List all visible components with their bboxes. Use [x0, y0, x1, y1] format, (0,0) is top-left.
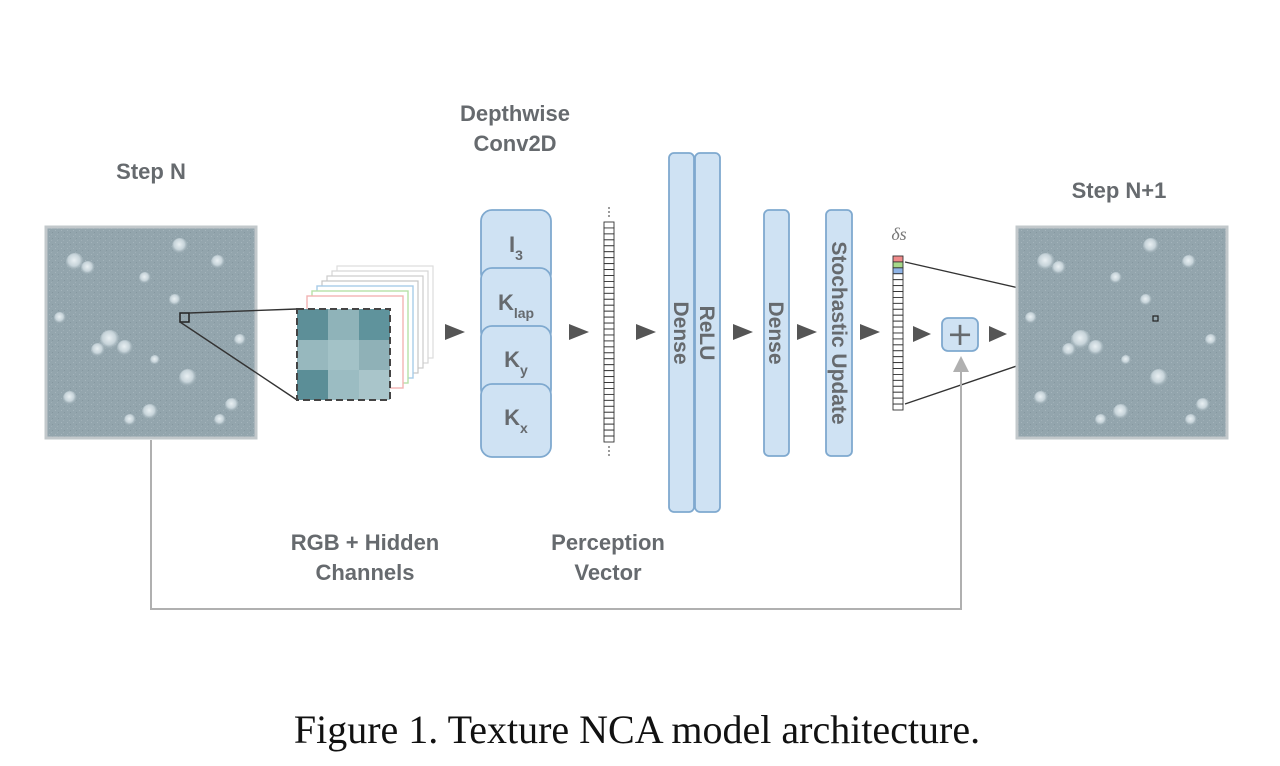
kernel-stack: I3 Klap Ky Kx: [480, 209, 552, 458]
figure-caption: Figure 1. Texture NCA model architecture…: [294, 707, 980, 752]
delta-s-vector: [892, 255, 904, 411]
skip-connection: [150, 356, 969, 610]
kernel-identity: I3: [509, 232, 523, 263]
step-n-label: Step N: [116, 159, 186, 184]
dense-layer-1: Dense: [668, 152, 695, 513]
svg-text:ReLU: ReLU: [695, 306, 718, 361]
arrow-icon: [636, 324, 656, 340]
arrow-icon: [860, 324, 880, 340]
rgb-hidden-label-line2: Channels: [315, 560, 414, 585]
relu-layer: ReLU: [694, 152, 721, 513]
plus-icon: +: [947, 315, 974, 353]
arrow-icon: [989, 326, 1007, 342]
arrow-icon: [913, 326, 931, 342]
stochastic-update-layer: Stochastic Update: [825, 209, 853, 457]
depthwise-label-line2: Conv2D: [473, 131, 556, 156]
arrow-icon: [569, 324, 589, 340]
step-n-texture: [44, 225, 258, 440]
channel-stack: [296, 265, 434, 401]
step-n1-texture: [1015, 225, 1229, 440]
svg-text:Stochastic Update: Stochastic Update: [827, 241, 850, 424]
add-operation: +: [941, 315, 979, 353]
arrow-icon: [797, 324, 817, 340]
kernel-laplacian: Klap: [498, 290, 534, 321]
arrow-icon: [733, 324, 753, 340]
perception-label-line1: Perception: [551, 530, 665, 555]
kernel-sobel-x: Kx: [504, 405, 528, 436]
depthwise-label-line1: Depthwise: [460, 101, 570, 126]
perception-vector: [603, 207, 615, 456]
svg-text:Dense: Dense: [669, 301, 692, 364]
dense-layer-2: Dense: [763, 209, 790, 457]
arrow-icon: [445, 324, 465, 340]
step-n1-label: Step N+1: [1072, 178, 1167, 203]
kernel-sobel-y: Ky: [504, 347, 528, 378]
perception-label-line2: Vector: [574, 560, 642, 585]
pixel-grid: [296, 308, 391, 401]
delta-s-label: δs: [891, 224, 906, 244]
arrow-up-icon: [953, 356, 969, 372]
svg-text:Dense: Dense: [764, 301, 787, 364]
rgb-hidden-label-line1: RGB + Hidden: [291, 530, 440, 555]
